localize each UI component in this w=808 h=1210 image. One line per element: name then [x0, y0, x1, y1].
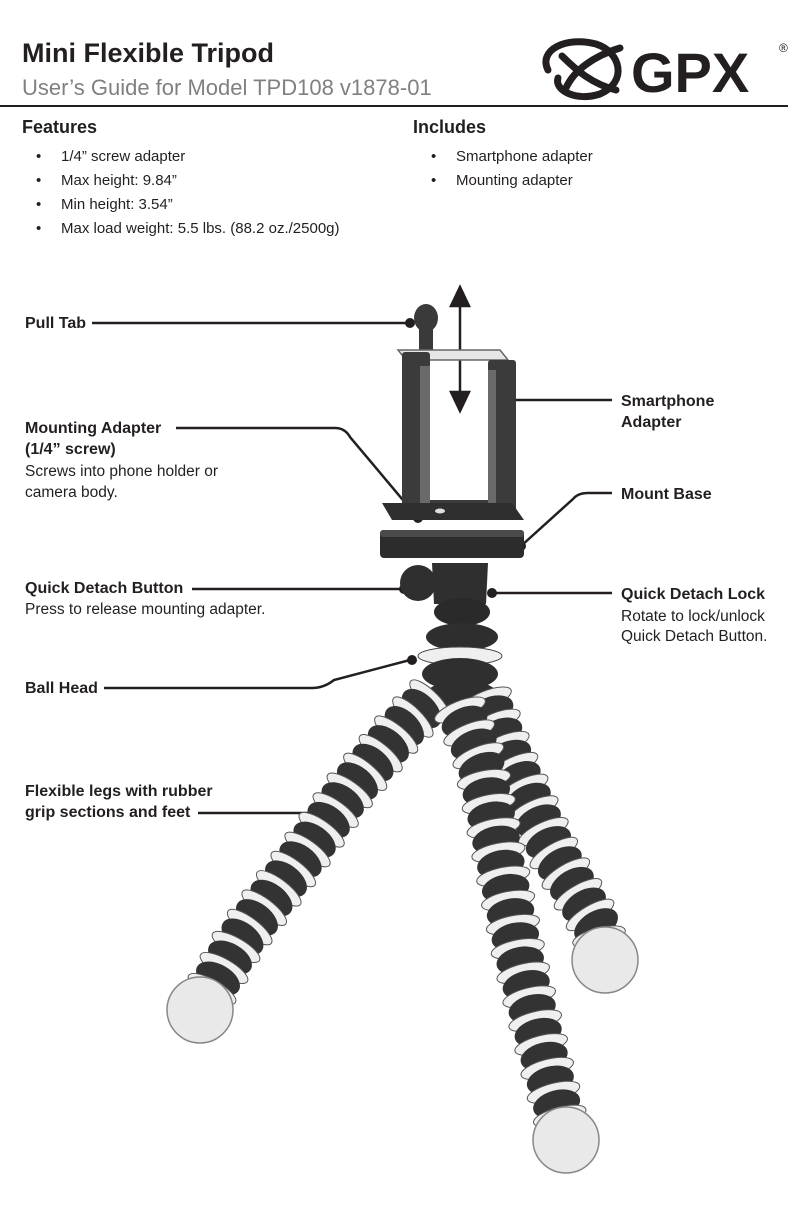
- includes-list: Smartphone adapter Mounting adapter: [419, 145, 593, 193]
- list-item: 1/4” screw adapter: [24, 145, 340, 169]
- list-item: Min height: 3.54”: [24, 193, 340, 217]
- flexible-legs: [166, 679, 639, 1174]
- list-item: Smartphone adapter: [419, 145, 593, 169]
- callout-flexible-legs: grip sections and feet: [25, 804, 191, 821]
- document-subtitle: User’s Guide for Model TPD108 v1878-01: [22, 75, 432, 100]
- left-leg: [166, 679, 451, 1044]
- trademark-symbol: ®: [779, 41, 788, 55]
- quick-detach-lock-desc: Rotate to lock/unlock: [621, 608, 765, 625]
- callout-smartphone-adapter: Adapter: [621, 414, 682, 431]
- callout-quick-detach-button: Quick Detach Button: [25, 580, 184, 597]
- callout-mount-base: Mount Base: [621, 486, 712, 503]
- ball-head: [400, 563, 503, 716]
- back-leg: [460, 686, 639, 994]
- quick-detach-lock-desc: Quick Detach Button.: [621, 628, 768, 645]
- rubber-foot: [571, 926, 639, 994]
- callout-mounting-adapter: Mounting Adapter: [25, 420, 162, 437]
- callout-pull-tab: Pull Tab: [25, 315, 87, 332]
- callout-mounting-adapter-sub: (1/4” screw): [25, 441, 116, 458]
- mounting-adapter-desc: Screws into phone holder or: [25, 463, 219, 480]
- pull-tab: [414, 304, 438, 352]
- adjust-arrow-icon: [449, 284, 471, 414]
- header-divider: [0, 105, 788, 107]
- features-heading: Features: [22, 117, 98, 137]
- front-leg: [434, 696, 600, 1174]
- gpx-logo: GPX ®: [542, 38, 788, 104]
- list-item: Mounting adapter: [419, 169, 593, 193]
- callout-flexible-legs: Flexible legs with rubber: [25, 783, 213, 800]
- callout-ball-head: Ball Head: [25, 680, 98, 697]
- features-list: 1/4” screw adapter Max height: 9.84” Min…: [24, 145, 340, 241]
- quick-detach-button-desc: Press to release mounting adapter.: [25, 601, 266, 618]
- list-item: Max load weight: 5.5 lbs. (88.2 oz./2500…: [24, 217, 340, 241]
- gpx-swoosh-icon: [542, 38, 624, 101]
- list-item: Max height: 9.84”: [24, 169, 340, 193]
- brand-wordmark: GPX: [631, 41, 749, 104]
- includes-heading: Includes: [413, 117, 487, 137]
- rubber-foot: [532, 1106, 600, 1174]
- mounting-adapter-desc: camera body.: [25, 484, 118, 501]
- callout-smartphone-adapter: Smartphone: [621, 393, 715, 410]
- rubber-foot: [166, 976, 234, 1044]
- callout-quick-detach-lock: Quick Detach Lock: [621, 586, 766, 603]
- callout-leader-lines: [92, 321, 612, 815]
- document-title: Mini Flexible Tripod: [22, 38, 275, 68]
